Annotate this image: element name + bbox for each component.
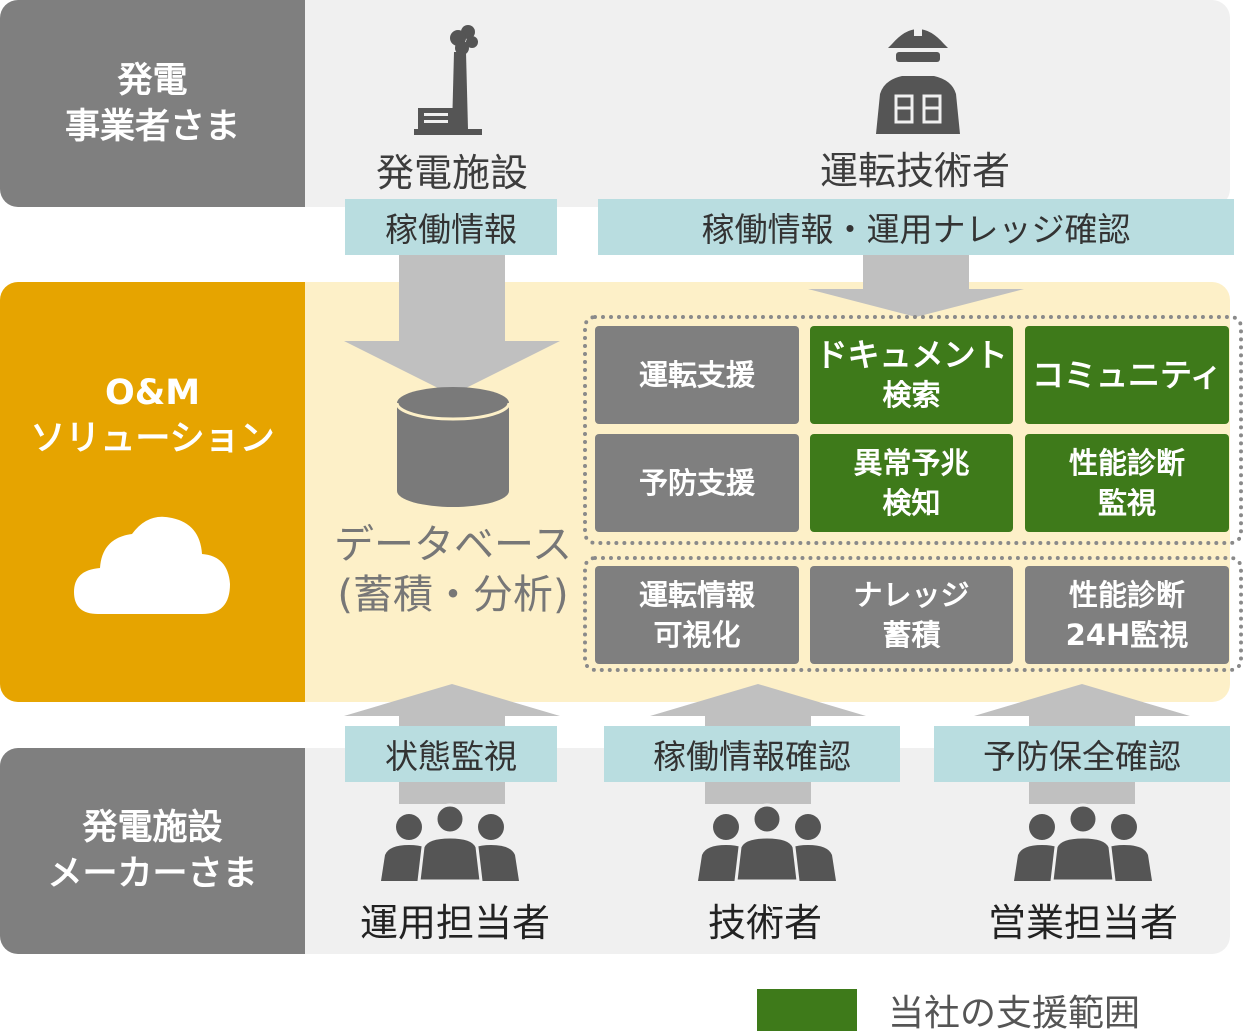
arrow-down-right [808,255,1024,317]
box-community: コミュニティ [1025,326,1229,424]
box-operation-support: 運転支援 [595,326,799,424]
people-group-icon [381,803,519,883]
service-group-upper [583,315,1243,545]
cloud-icon [74,516,230,614]
bottom-side-label: 発電施設メーカーさま [0,748,305,954]
legend-swatch [757,989,857,1031]
people-group-icon [698,803,836,883]
service-group-lower [583,556,1243,672]
database-icon [395,387,511,507]
top-side-label: 発電事業者さま [0,0,305,207]
tag-preventive-check: 予防保全確認 [934,726,1230,782]
middle-side-line1: O&M [104,373,201,413]
operator-caption: 運転技術者 [819,149,1010,193]
middle-side-label: O&M ソリューション [0,282,305,702]
tag-operation-info: 稼働情報 [345,199,557,255]
caption-operation-staff: 運用担当者 [359,901,550,945]
database-caption-2: (蓄積・分析) [337,572,569,618]
bottom-side-line2: メーカーさま [47,854,258,894]
caption-engineer: 技術者 [707,901,822,945]
arrow-down-left [344,255,560,395]
box-preventive-support: 予防支援 [595,434,799,532]
caption-sales-staff: 営業担当者 [987,901,1178,945]
tag-operation-check: 稼働情報確認 [604,726,900,782]
worker-icon [876,24,960,134]
middle-side-line2: ソリューション [30,419,275,459]
box-knowledge-storage: ナレッジ蓄積 [810,566,1013,664]
top-side-line1: 発電 [117,60,188,101]
database-caption-1: データベース [334,522,572,568]
factory-icon [414,25,482,135]
bottom-side-line1: 発電施設 [82,808,223,848]
facility-caption: 発電施設 [375,151,528,195]
box-document-search: ドキュメント検索 [810,326,1013,424]
box-performance-monitoring: 性能診断監視 [1025,434,1229,532]
people-group-icon [1014,803,1152,883]
top-side-line2: 事業者さま [64,106,240,147]
box-operation-visualization: 運転情報可視化 [595,566,799,664]
tag-operation-knowledge: 稼働情報・運用ナレッジ確認 [598,199,1234,255]
legend-label: 当社の支援範囲 [888,993,1141,1034]
box-anomaly-detection: 異常予兆検知 [810,434,1013,532]
tag-status-monitoring: 状態監視 [345,726,557,782]
